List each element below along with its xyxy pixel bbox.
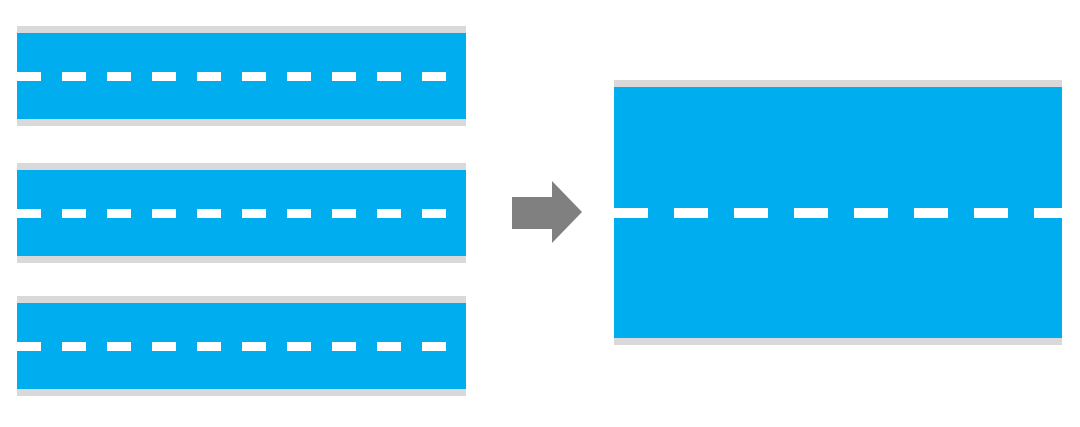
road-surface — [17, 170, 466, 256]
road-edge-bottom — [17, 119, 466, 126]
road-surface — [614, 87, 1062, 338]
road-edge-top — [17, 296, 466, 303]
lane-divider-dashed-line — [17, 71, 466, 81]
dashed-road-small-1 — [17, 26, 466, 126]
lane-divider-dashed-line — [17, 208, 466, 218]
road-surface — [17, 33, 466, 119]
road-edge-top — [17, 163, 466, 170]
road-edge-top — [614, 80, 1062, 87]
road-edge-bottom — [17, 389, 466, 396]
dashed-road-small-3 — [17, 296, 466, 396]
lane-divider-dashed-line — [614, 207, 1062, 218]
road-edge-top — [17, 26, 466, 33]
dashed-road-large — [614, 80, 1062, 345]
dashed-road-small-2 — [17, 163, 466, 263]
road-edge-bottom — [17, 256, 466, 263]
lane-divider-dashed-line — [17, 341, 466, 351]
road-edge-bottom — [614, 338, 1062, 345]
right-arrow-icon — [512, 181, 582, 243]
road-surface — [17, 303, 466, 389]
